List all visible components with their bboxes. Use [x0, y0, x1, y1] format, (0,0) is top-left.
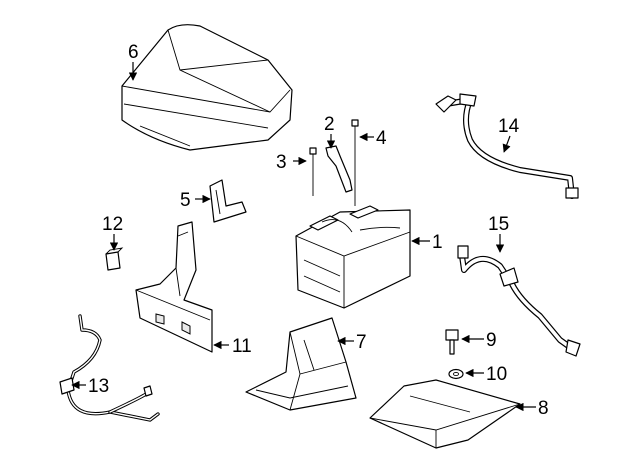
callout-label: 5: [180, 190, 191, 211]
callout-label: 15: [488, 214, 509, 235]
part-1-battery: [295, 205, 411, 309]
callout-label: 4: [376, 128, 387, 149]
callout-label: 13: [88, 376, 109, 397]
callout-label: 6: [128, 42, 139, 63]
callout-label: 9: [486, 330, 497, 351]
part-14-battery-cable: [435, 93, 579, 199]
part-15-battery-cable: [457, 245, 581, 357]
part-3-hold-down-rod: [309, 147, 317, 196]
part-10-nut: [448, 368, 464, 380]
part-13-wiring-harness: [59, 314, 160, 422]
part-9-bolt: [445, 329, 459, 355]
callout-label: 1: [432, 232, 443, 253]
part-8-lower-tray: [369, 379, 521, 449]
callout-label: 12: [102, 214, 123, 235]
callout-label: 14: [498, 116, 520, 137]
part-5-bracket: [209, 179, 247, 223]
part-12-clip: [105, 247, 124, 271]
callout-label: 2: [324, 114, 335, 135]
part-6-battery-cover: [121, 24, 293, 151]
callout-label: 8: [538, 398, 549, 419]
part-7-battery-tray: [245, 317, 357, 411]
part-4-long-bolt: [351, 119, 359, 206]
callout-label: 7: [356, 332, 367, 353]
callout-label: 11: [232, 336, 252, 357]
part-11-heat-shield: [135, 221, 213, 353]
part-2-hold-down-clamp: [325, 145, 353, 193]
leader-line: [502, 135, 511, 153]
callout-label: 10: [486, 364, 507, 385]
callout-label: 3: [276, 152, 287, 173]
